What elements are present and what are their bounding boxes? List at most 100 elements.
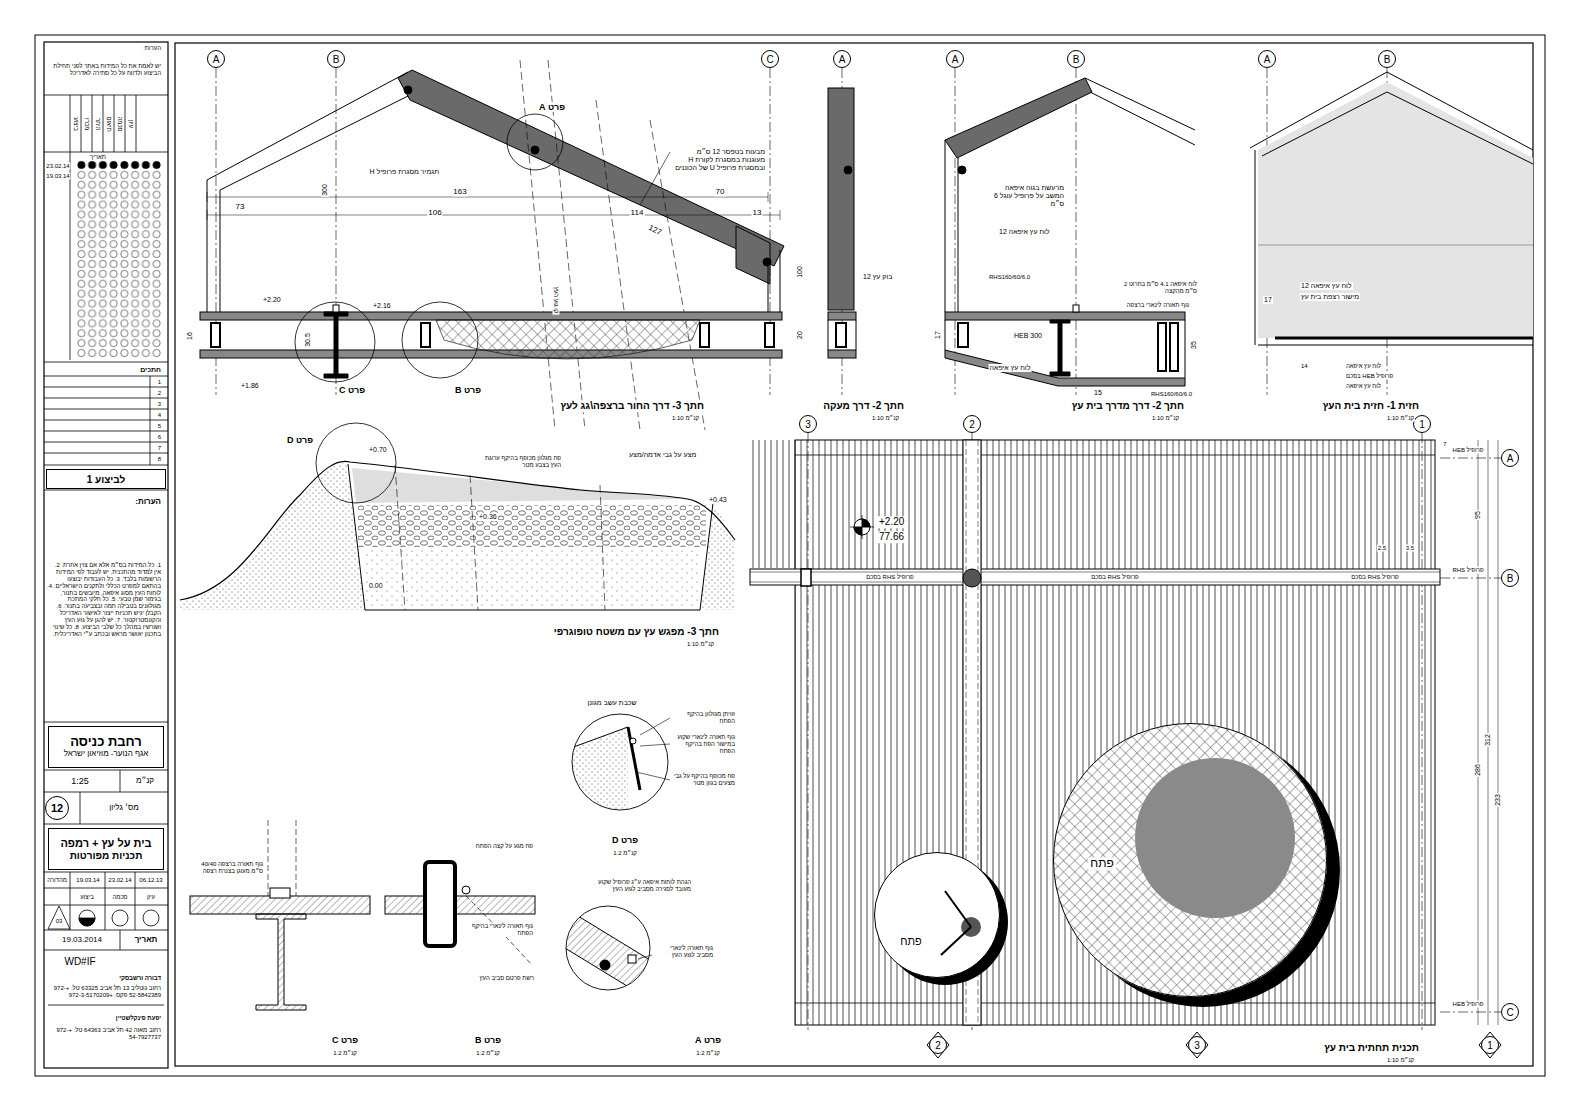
node-text: בית על עץ + רמפה xyxy=(60,837,151,849)
annotation-text: קנ״מ 1:10 xyxy=(671,415,700,422)
node-text: B xyxy=(333,54,340,65)
heading-text: הערות: xyxy=(134,497,162,506)
annotation-text: מרעשת בגוה איפאה המשב על פרופיל עוגל 6 ס… xyxy=(985,184,1065,208)
annotation-text: ביצוע xyxy=(72,116,79,131)
annotation-text: שכבת עשב מגונן xyxy=(586,699,637,707)
annotation-text: קנ״מ 1:10 xyxy=(1386,415,1415,422)
heading-text: חתכים xyxy=(139,366,162,374)
section-2-railing xyxy=(828,88,856,358)
annotation-text: לוח עץ איפאה xyxy=(1345,363,1382,370)
node-text: C xyxy=(766,54,773,65)
status-band: לביצוע 1 xyxy=(46,469,166,489)
annotation-text: מבעות בטפסר 12 ס״מ מעוגנות במסגרת לקורת … xyxy=(672,148,766,172)
grid-bubble: 1 xyxy=(1481,1036,1499,1054)
dimension-text: 35 xyxy=(1190,340,1198,350)
dimension-text: 127 xyxy=(646,223,664,238)
grid-bubble: 3 xyxy=(1188,1036,1206,1054)
dimension-text: 14 xyxy=(1300,363,1309,370)
node-text: 12 xyxy=(51,802,63,814)
annotation-text: מס׳ גליון xyxy=(108,803,140,812)
node-text: פתח xyxy=(1088,857,1116,870)
annotation-text: גוף תאורה לינארי ברצפה xyxy=(1118,302,1190,309)
heading-text: פרט A xyxy=(538,102,566,112)
annotation-text: קנ״מ 1:2 xyxy=(612,850,638,857)
grid-bubble: 2 xyxy=(963,415,981,433)
heading-text: חתך 2- דרך מעקה xyxy=(822,400,905,412)
dimension-text: 3 xyxy=(157,401,162,408)
dimension-text: 6 xyxy=(157,434,162,441)
dimension-text: 114 xyxy=(630,208,645,217)
node-text: 3 xyxy=(1194,1040,1200,1051)
annotation-text: קנ״מ 1:10 xyxy=(1386,1057,1415,1064)
section-3-topography xyxy=(180,423,735,610)
annotation-text: הערות: xyxy=(142,45,162,52)
annotation-text: הגהת לוחות איפאה ע״ג פרופיל שקוע מעובד ל… xyxy=(580,879,692,893)
dimension-text: 106 xyxy=(427,208,442,217)
dimension-text: 7 xyxy=(1442,441,1447,448)
node-text: רחבת כניסה xyxy=(70,735,142,749)
annotation-text: פרופיל RHS בסכם xyxy=(1090,574,1140,581)
annotation-text: לוח עץ איפאה xyxy=(1345,383,1382,390)
heading-text: פרט C xyxy=(338,385,366,395)
section-2-deck xyxy=(945,78,1195,386)
node-text: B xyxy=(1384,54,1391,65)
grid-bubble: C xyxy=(1501,1003,1519,1021)
annotation-text: פרופיל HEB xyxy=(1452,447,1485,454)
annotation-text: פח מגע על קצה הפתח xyxy=(462,843,534,850)
annotation-text: תאריך xyxy=(89,154,107,161)
title-block-grid xyxy=(44,95,168,1005)
node-text: 3 xyxy=(805,419,811,430)
heading-text: דבורה ורשבסקי xyxy=(118,975,162,982)
detail-c xyxy=(190,820,370,1010)
annotation-text: RHS160/60/6.0 xyxy=(1150,391,1193,398)
dimension-text: 19.03.14 xyxy=(75,877,100,884)
annotation-text: קנ״מ 1:2 xyxy=(475,1050,501,1057)
annotation-text: סכמה xyxy=(116,116,123,133)
annotation-text: גוף תאורה לינארי בהיקף הפתח xyxy=(470,923,534,937)
annotation-text: תיאום xyxy=(105,115,112,132)
grid-bubble: B xyxy=(1067,50,1085,68)
sheet-frames xyxy=(35,35,1545,1076)
grid-bubble: A xyxy=(1258,50,1276,68)
heading-text: פרט B xyxy=(474,1035,502,1045)
grid-bubble: A xyxy=(946,50,964,68)
dimension-text: 17 xyxy=(1263,296,1273,304)
annotation-text: פרופיל RHS בסכם xyxy=(1350,574,1400,581)
annotation-text: לוח איפאה 4.1 ס״מ בחרוט 2 ס״מ מהקצה xyxy=(1118,281,1198,295)
dimension-text: 23.02.14 xyxy=(107,877,132,884)
detail-b xyxy=(385,862,535,965)
dimension-text: 19.03.14 xyxy=(45,173,70,180)
annotation-text: גוף תאורה לינארי שקוע במישור הפח בהיקף ה… xyxy=(672,734,736,755)
grid-bubble: 3 xyxy=(799,415,817,433)
node-text: A xyxy=(1264,54,1271,65)
sheet-number: 12 xyxy=(45,796,69,820)
heading-text: פרט D xyxy=(286,435,314,445)
dimension-text: 17 xyxy=(934,330,942,340)
dimension-text: 2 xyxy=(157,390,162,397)
tree-trunk xyxy=(875,853,998,976)
heading-text: חתך 3- דרך החור ברצפה\גג לעץ xyxy=(559,400,705,412)
annotation-text: גוף תאורה ברצפה 40/40 ס״מ מעוגן בצנרת רצ… xyxy=(200,861,264,875)
annotation-text: WD#IF xyxy=(63,956,96,968)
annotation-text: לוח עץ איפאה xyxy=(989,364,1032,372)
heading-text: פרט D xyxy=(611,835,639,845)
annotation-text: ביצוע xyxy=(79,894,94,901)
heading-text: חזית 1- חזית בית העץ xyxy=(1322,400,1420,412)
dimension-text: 15 xyxy=(1093,389,1103,397)
dimension-text: +2.20 xyxy=(878,516,905,528)
plan-drawing xyxy=(750,440,1501,1058)
grid-bubble: 1 xyxy=(1413,415,1431,433)
grid-bubble: A xyxy=(207,50,225,68)
dimension-text: 03 xyxy=(55,918,64,925)
annotation-text: סכמה xyxy=(112,894,129,901)
annotation-text: קנ״מ xyxy=(135,776,155,785)
grid-bubble: B xyxy=(327,50,345,68)
node-text: A xyxy=(1507,453,1514,464)
node-text: אגף הנוער- מוזיאון ישראל xyxy=(64,750,149,759)
annotation-text: קו גזע העץ xyxy=(553,286,560,315)
dimension-text: +0.70 xyxy=(368,446,388,454)
section-3-drawing xyxy=(200,60,784,430)
dimension-text: 8 xyxy=(157,456,162,463)
annotation-text: רשת פרטם סביב העץ xyxy=(468,975,535,982)
